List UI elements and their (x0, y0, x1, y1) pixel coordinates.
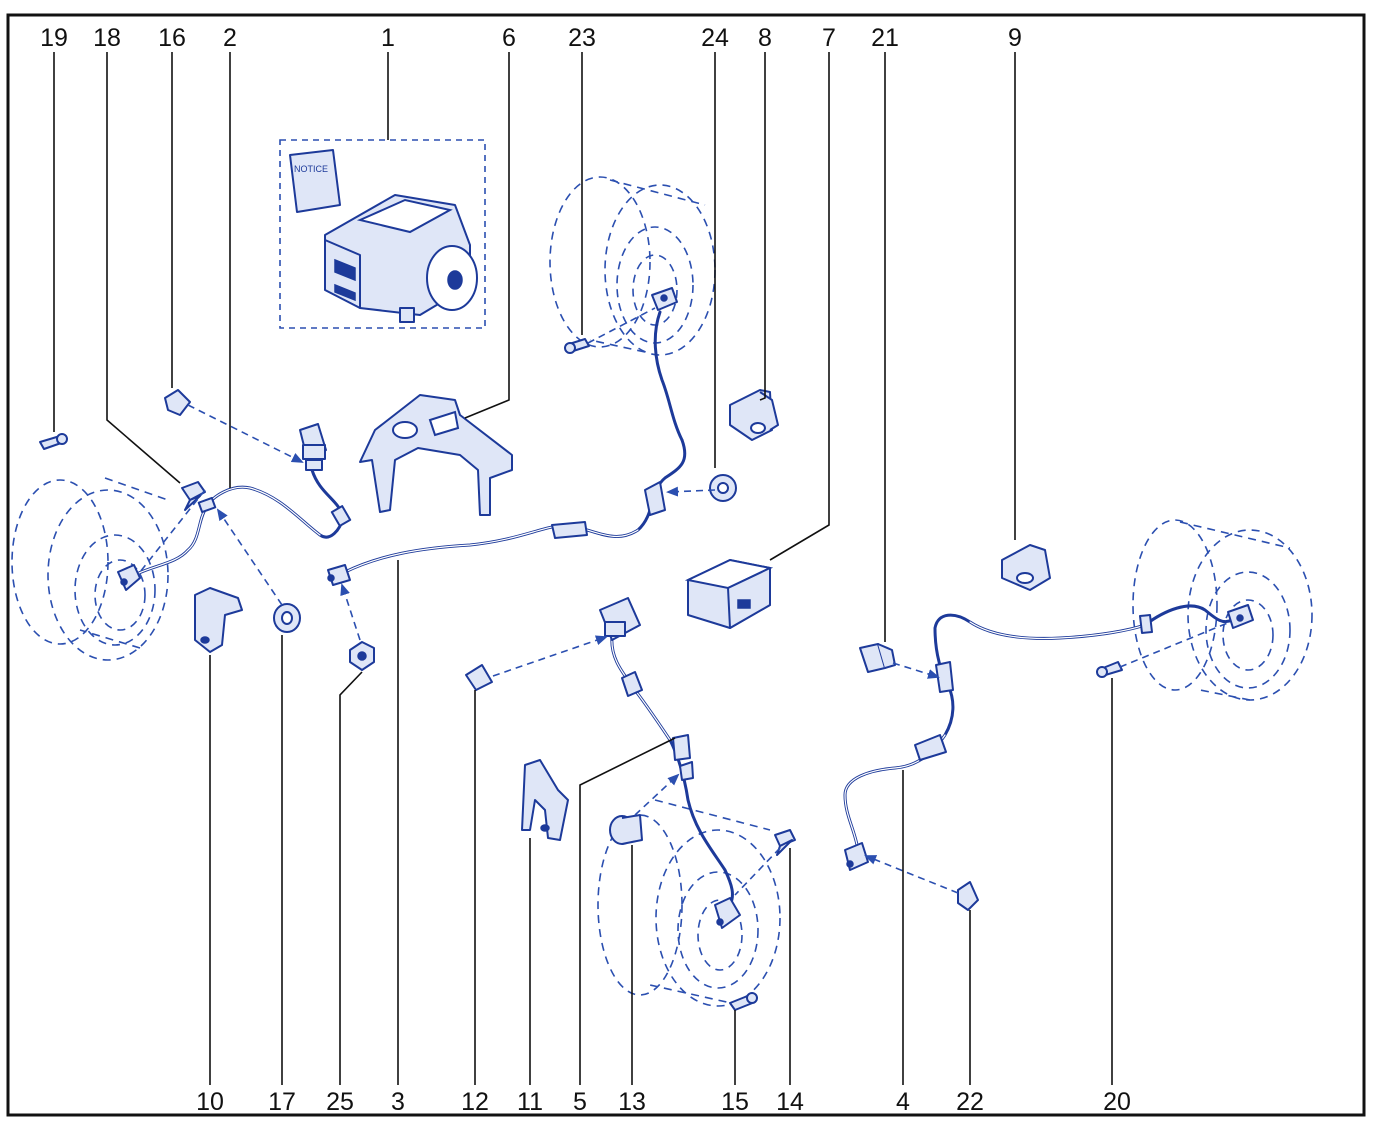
callout-12: 12 (461, 1088, 489, 1116)
callout-10: 10 (196, 1088, 224, 1116)
rear-right-harness-connector (844, 842, 869, 871)
diagram-border (6, 13, 1366, 1117)
leader-lines (53, 52, 1113, 1085)
callout-19: 19 (40, 24, 68, 52)
callout-8: 8 (758, 24, 772, 52)
callout-14: 14 (776, 1088, 804, 1116)
wheel-rear-left (597, 799, 781, 1007)
wheel-front-right (549, 176, 716, 356)
front-left-sensor (117, 564, 141, 591)
rear-left-harness-connector (599, 597, 641, 641)
callout-9: 9 (1008, 24, 1022, 52)
callout-6: 6 (502, 24, 516, 52)
bolt-15 (729, 992, 758, 1011)
bracket-10 (194, 587, 243, 653)
callout-1: 1 (381, 24, 395, 52)
rear-right-sensor-harness (843, 604, 1234, 852)
front-left-sensor-harness (123, 468, 352, 582)
callouts-top: 19 18 16 2 1 6 23 24 8 7 21 9 (40, 24, 1022, 52)
nut-25 (349, 641, 375, 671)
callout-7: 7 (822, 24, 836, 52)
harness-connector-2 (299, 423, 327, 471)
callouts-bottom: 10 17 25 3 12 11 5 13 15 14 4 22 20 (196, 1088, 1131, 1116)
callout-24: 24 (701, 24, 729, 52)
assembly-arrows (139, 307, 1231, 896)
abs-hydraulic-unit (324, 194, 478, 323)
bolt-19 (39, 433, 68, 450)
callout-2: 2 (223, 24, 237, 52)
callout-11: 11 (517, 1088, 543, 1116)
abs-mounting-bracket-6 (359, 394, 513, 516)
callout-3: 3 (391, 1088, 405, 1116)
main-abs-harness (327, 310, 687, 586)
callout-5: 5 (573, 1088, 587, 1116)
notice-booklet-text: NOTICE (294, 164, 328, 174)
callout-16: 16 (158, 24, 186, 52)
callout-23: 23 (568, 24, 596, 52)
callout-18: 18 (93, 24, 121, 52)
bolt-20 (1096, 661, 1123, 678)
bracket-11 (521, 759, 569, 841)
rear-right-sensor (1227, 604, 1254, 629)
callout-17: 17 (268, 1088, 296, 1116)
clip-12 (465, 664, 493, 691)
callout-20: 20 (1103, 1088, 1131, 1116)
bolt-23 (564, 338, 590, 354)
sensor-bracket-8 (729, 389, 779, 441)
wheel-front-left (11, 477, 169, 661)
wheel-rear-right (1132, 519, 1313, 701)
grommet-17 (273, 603, 301, 633)
rear-left-sensor-harness (610, 634, 734, 907)
callout-4: 4 (896, 1088, 910, 1116)
callout-21: 21 (871, 24, 899, 52)
rear-left-sensor (714, 897, 741, 929)
grommet-22 (957, 881, 979, 911)
abs-unit-inset: NOTICE (279, 139, 486, 329)
yaw-rate-sensor-7 (684, 558, 774, 629)
notice-booklet: NOTICE (289, 149, 341, 213)
bolt-18 (181, 481, 206, 511)
grommet-24 (709, 474, 737, 502)
front-right-sensor (651, 287, 678, 311)
sensor-bracket-9 (1001, 544, 1051, 591)
bolt-14 (774, 829, 796, 856)
callout-22: 22 (956, 1088, 984, 1116)
callout-25: 25 (326, 1088, 354, 1116)
grommet-21 (859, 643, 896, 673)
grommet-13 (609, 814, 643, 845)
callout-13: 13 (618, 1088, 646, 1116)
clip-16 (164, 389, 191, 416)
callout-15: 15 (721, 1088, 749, 1116)
